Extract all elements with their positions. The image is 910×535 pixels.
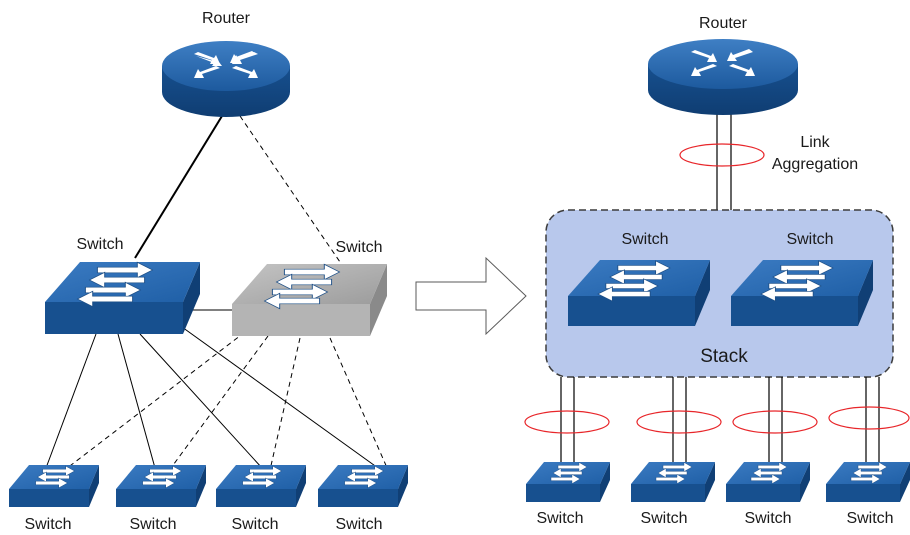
right-router: Router (648, 15, 798, 115)
switch-b-downlink (61, 331, 246, 473)
switch-a-downlink (117, 333, 156, 469)
switch-a-downlink (174, 321, 379, 469)
stack-label: Stack (700, 346, 748, 367)
router-icon (648, 39, 798, 115)
left-switch-b: Switch (232, 239, 387, 336)
stack-switch-label: Switch (621, 231, 668, 248)
link-aggregation-label-line2: Aggregation (772, 156, 858, 173)
right-uplink-aggregation: Link Aggregation (679, 114, 858, 210)
router-to-switch-a-link (134, 115, 223, 259)
switch-a-downlink (139, 333, 263, 469)
left-router: Router (162, 10, 290, 117)
switch-b-downlink (269, 337, 301, 471)
transition-arrow-icon (415, 256, 527, 336)
right-downlinks (524, 377, 910, 463)
access-switch (9, 465, 99, 507)
aggregation-ring (679, 143, 765, 167)
aggregation-ring (732, 410, 818, 434)
router-icon (162, 41, 290, 117)
left-switch-a: Switch (45, 236, 200, 334)
access-switch (318, 465, 408, 507)
access-switch-label: Switch (231, 516, 278, 533)
access-switch (526, 462, 610, 502)
access-switch (216, 465, 306, 507)
right-access-switches: Switch Switch Switch Switch (526, 462, 910, 527)
router-to-switch-b-link (239, 115, 341, 263)
switch-icon (731, 260, 873, 326)
link-aggregation-label-line1: Link (800, 134, 830, 151)
aggregation-ring (636, 410, 722, 434)
left-access-switches: Switch Switch Switch Switch (9, 465, 408, 533)
right-router-label: Router (699, 15, 748, 32)
access-switch (826, 462, 910, 502)
aggregation-ring (524, 410, 610, 434)
access-switch (726, 462, 810, 502)
access-switch-label: Switch (129, 516, 176, 533)
left-switch-b-label: Switch (335, 239, 382, 256)
switch-icon (568, 260, 710, 326)
stack-group: Switch Switch Stack (545, 209, 894, 378)
switch-a-downlink (45, 333, 97, 469)
stack-switch-label: Switch (786, 231, 833, 248)
switch-b-downlink (329, 337, 389, 471)
access-switch-label: Switch (24, 516, 71, 533)
stack-box (545, 209, 894, 378)
access-switch-label: Switch (335, 516, 382, 533)
access-switch-label: Switch (744, 510, 791, 527)
access-switch (631, 462, 715, 502)
access-switch-label: Switch (846, 510, 893, 527)
access-switch-label: Switch (536, 510, 583, 527)
left-router-label: Router (202, 10, 251, 27)
access-switch (116, 465, 206, 507)
left-links (45, 115, 389, 473)
left-switch-a-label: Switch (76, 236, 123, 253)
switch-b-downlink (167, 335, 269, 473)
access-switch-label: Switch (640, 510, 687, 527)
aggregation-ring (828, 406, 910, 430)
switch-icon (45, 261, 200, 334)
switch-icon (232, 263, 387, 336)
